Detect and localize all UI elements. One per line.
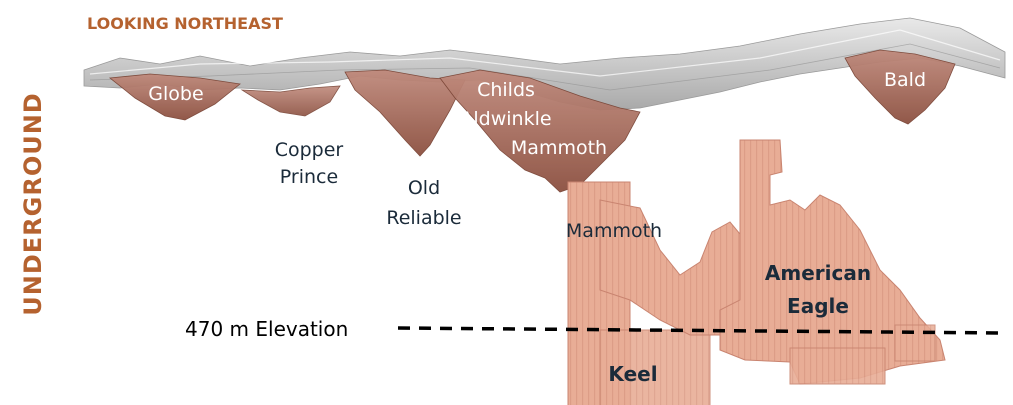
pit-label-bald: Bald bbox=[884, 69, 926, 91]
pit-label-globe: Globe bbox=[148, 83, 203, 105]
american-eagle-lower-block bbox=[790, 348, 885, 384]
copper-prince-pit bbox=[242, 86, 340, 116]
underground-side-label: UNDERGROUND bbox=[19, 92, 47, 315]
elevation-label: 470 m Elevation bbox=[185, 317, 348, 341]
view-direction-label: LOOKING NORTHEAST bbox=[87, 14, 283, 33]
zone-label-keel: Keel bbox=[608, 362, 657, 386]
zone-label-mammoth: Mammoth bbox=[566, 220, 662, 242]
